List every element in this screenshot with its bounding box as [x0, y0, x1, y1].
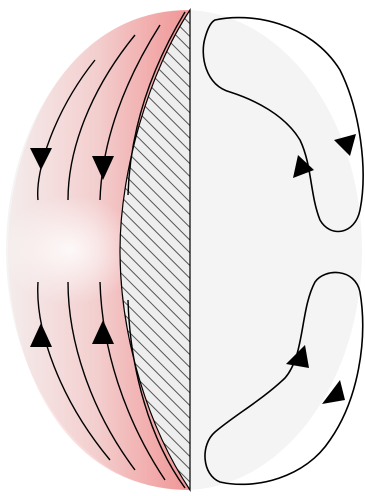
flow-diagram	[0, 0, 365, 496]
